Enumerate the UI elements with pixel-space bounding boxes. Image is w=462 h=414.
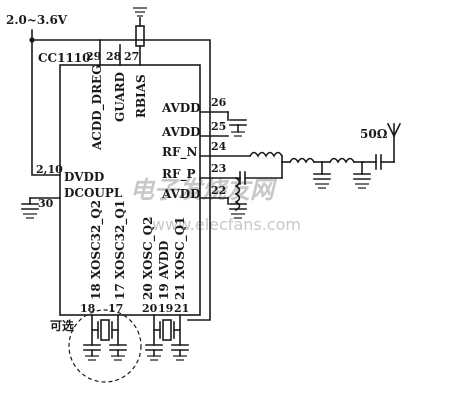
crystal-32khz — [83, 314, 127, 361]
crystal-main — [145, 314, 189, 361]
pin-19-number: 19 — [158, 302, 173, 315]
antenna-impedance: 50Ω — [360, 127, 388, 141]
chip-body — [59, 64, 201, 316]
optional-label: 可选 — [50, 318, 74, 333]
supply-wire — [31, 29, 61, 176]
pin-22-number: 22 — [211, 184, 226, 197]
pin-label-dvdd: DVDD — [64, 170, 104, 184]
watermark-cn: 电子发烧友网 — [130, 175, 278, 204]
pin-label-xosc32-q1: 17 XOSC32_Q1 — [113, 200, 128, 300]
pin-label-guard: GUARD — [113, 72, 127, 122]
pin-28-number: 28 — [106, 50, 122, 63]
optional-crystal-outline — [68, 309, 142, 383]
pin-label-dcoupl: DCOUPL — [64, 186, 123, 200]
watermark-url: www.elecfans.com — [152, 215, 301, 234]
pin-29-number: 29 — [86, 50, 101, 63]
pin-18-number: 18 — [80, 302, 96, 315]
rf-matching-network — [234, 135, 395, 212]
pin-23-number: 23 — [211, 162, 226, 175]
pin-label-rbias: RBIAS — [134, 74, 148, 118]
pin-24-number: 24 — [211, 140, 227, 153]
pin-label-xosc-q1: 21 XOSC_Q1 — [173, 217, 188, 300]
pin-label-avdd-25: AVDD — [161, 125, 201, 139]
chip-name: CC1110 — [38, 51, 91, 65]
pin-label-acdd-dreg: ACDD_DREG — [90, 65, 105, 151]
pin-label-rf-p: RF_P — [162, 167, 196, 182]
pin-17-number: 17 — [108, 302, 123, 315]
pin-label-xosc32-q2: 18 XOSC32_Q2 — [89, 200, 104, 300]
pin-label-avdd-22: AVDD — [161, 187, 201, 201]
supply-voltage-label: 2.0~3.6V — [6, 13, 68, 27]
supply-rail-right — [31, 39, 211, 321]
pin-label-avdd-19: 19 AVDD — [157, 241, 171, 300]
dcoupl-capacitor — [21, 197, 61, 219]
pin-27-number: 27 — [124, 50, 139, 63]
pin-25-number: 25 — [211, 120, 226, 133]
pin-20-number: 20 — [142, 302, 158, 315]
pin-label-xosc-q2: 20 XOSC_Q2 — [141, 217, 156, 300]
pin-30-number: 30 — [38, 197, 54, 210]
pin-26-number: 26 — [211, 96, 227, 109]
antenna-icon — [386, 122, 402, 138]
pin-21-number: 21 — [174, 302, 189, 315]
rbias-resistor — [135, 25, 145, 47]
pin-label-avdd-26: AVDD — [161, 101, 201, 115]
pin-label-rf-n: RF_N — [162, 145, 197, 160]
pin-2-10-number: 2,10 — [36, 163, 63, 176]
